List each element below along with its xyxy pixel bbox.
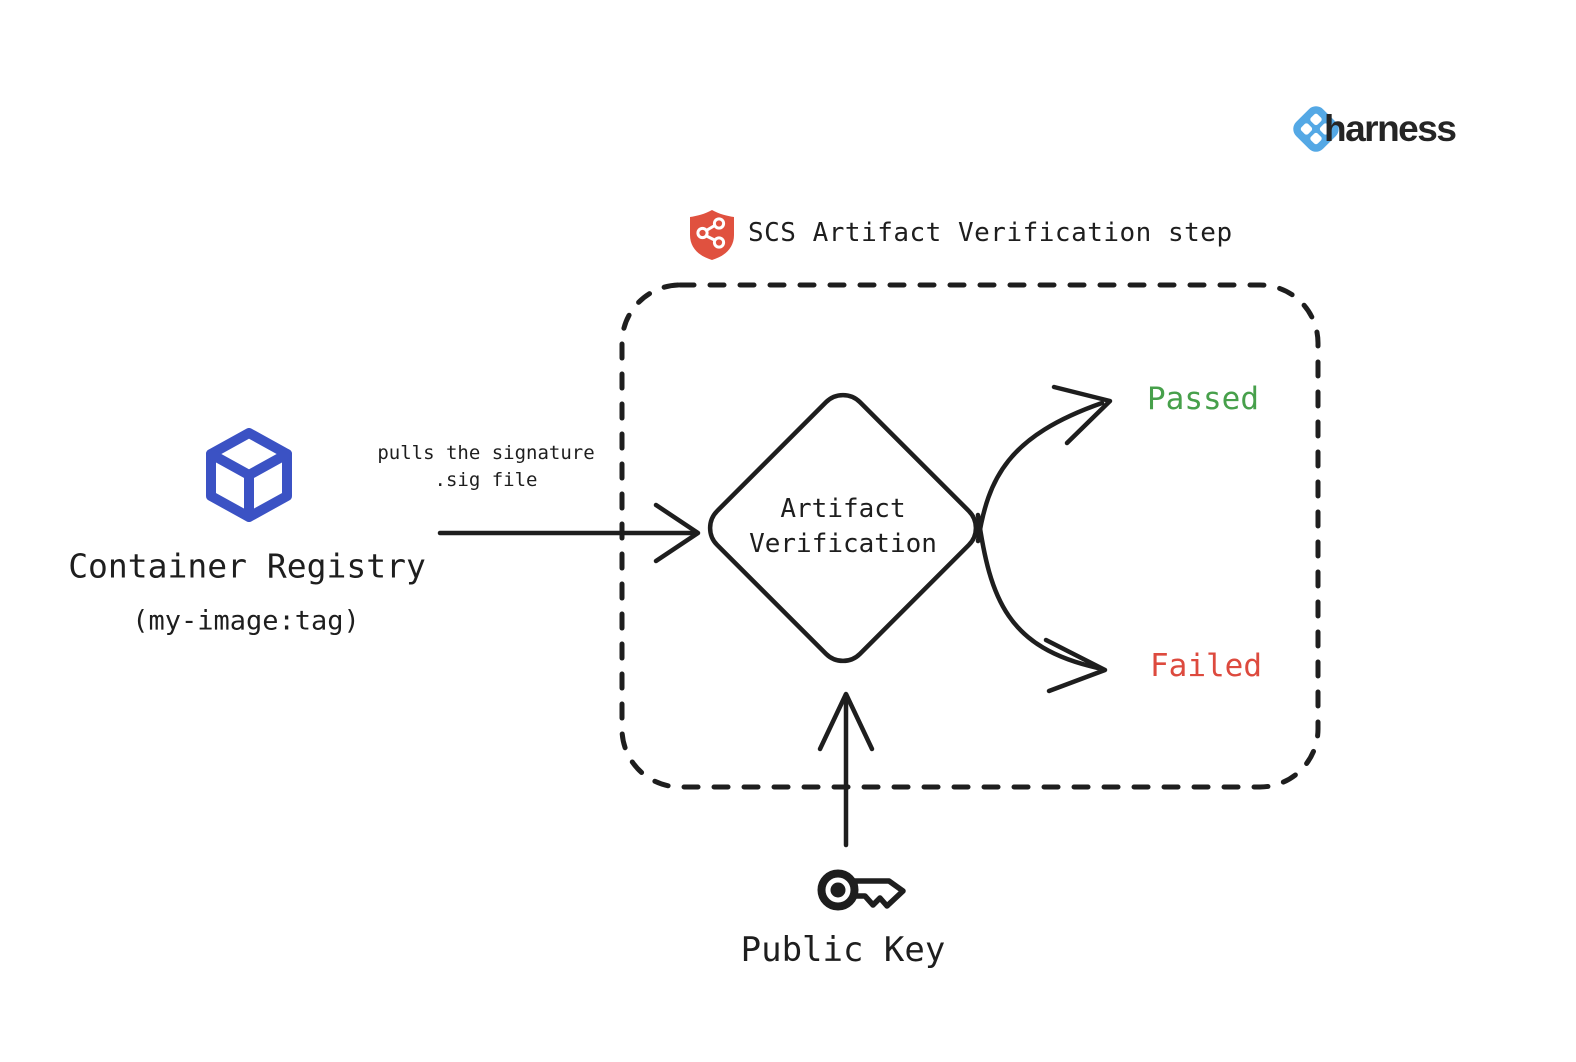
pull-signature-label-line1: pulls the signature bbox=[377, 442, 595, 464]
scs-step-title: SCS Artifact Verification step bbox=[748, 218, 1233, 248]
public-key-icon bbox=[817, 869, 906, 911]
failed-arrow bbox=[975, 512, 1108, 694]
container-registry-icon bbox=[206, 428, 292, 522]
artifact-verification-line2: Verification bbox=[749, 529, 937, 559]
pull-signature-label: pulls the signature .sig file bbox=[377, 440, 594, 494]
failed-outcome-label: Failed bbox=[1150, 648, 1262, 684]
passed-outcome-label: Passed bbox=[1147, 381, 1259, 417]
passed-arrow bbox=[975, 384, 1113, 544]
artifact-verification-line1: Artifact bbox=[780, 494, 906, 524]
artifact-verification-label: Artifact Verification bbox=[749, 492, 937, 562]
artifact-verification-diamond bbox=[707, 392, 979, 664]
harness-logo-text: harness bbox=[1324, 108, 1457, 149]
public-key-label: Public Key bbox=[740, 930, 946, 970]
scs-step-dashed-boundary bbox=[619, 282, 1321, 790]
public-key-arrow bbox=[817, 691, 875, 848]
container-registry-label: Container Registry bbox=[68, 546, 426, 586]
scs-shield-icon bbox=[690, 210, 734, 260]
container-registry-image-tag: (my-image:tag) bbox=[132, 605, 360, 637]
pull-signature-arrow bbox=[437, 502, 701, 564]
harness-logo-icon bbox=[1293, 106, 1339, 152]
pull-signature-label-line2: .sig file bbox=[434, 469, 538, 491]
